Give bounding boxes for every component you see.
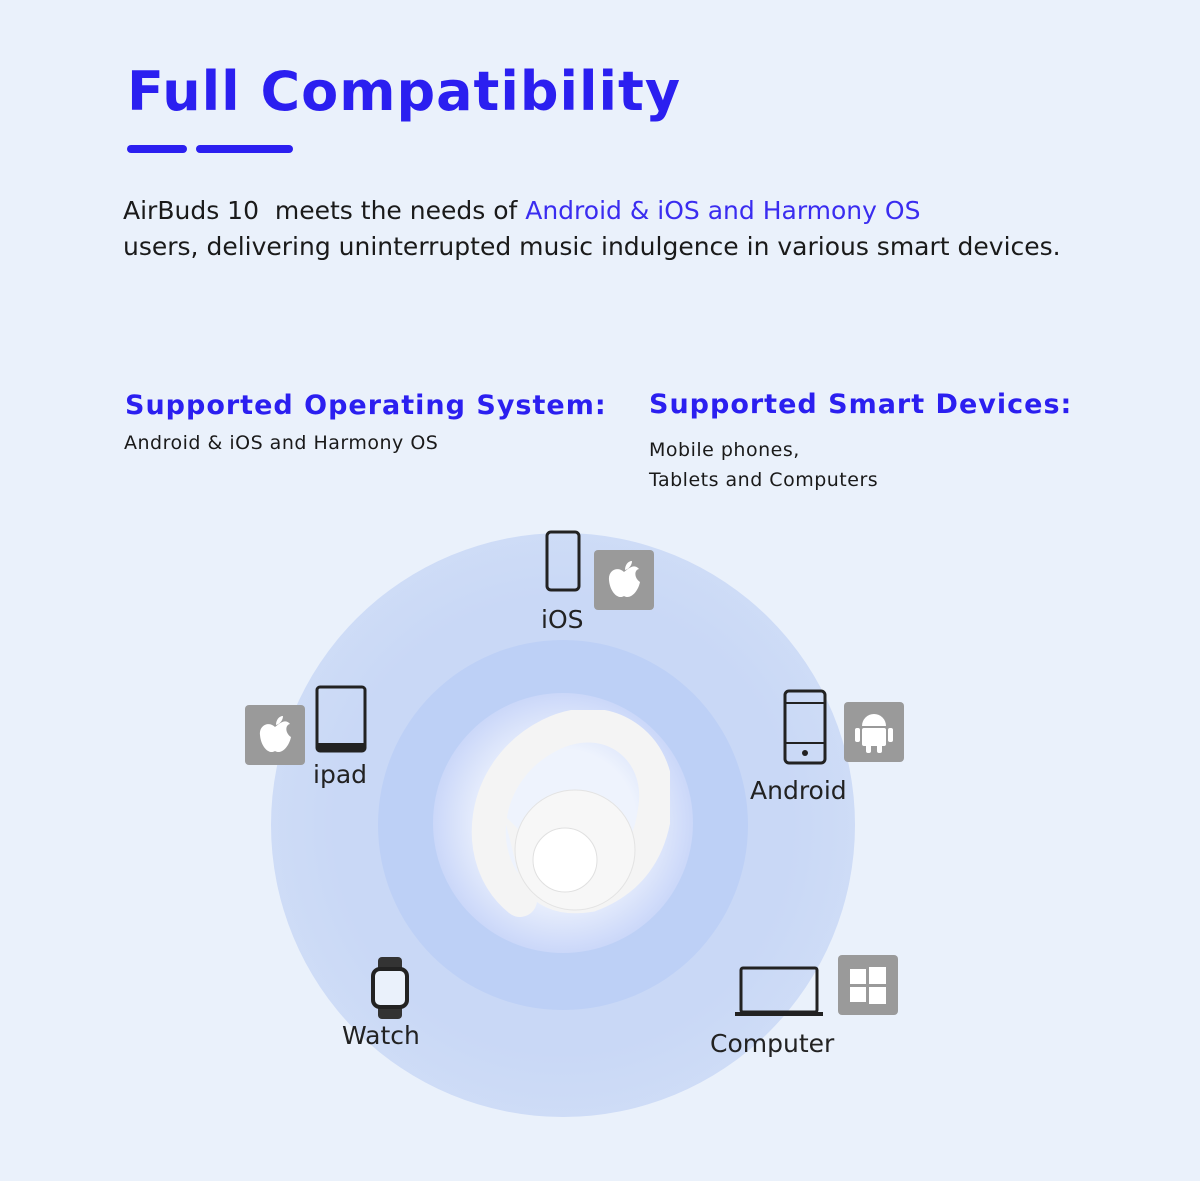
apple-logo-icon xyxy=(594,550,654,610)
title-underline-short xyxy=(127,145,187,153)
earbud-image xyxy=(471,710,670,917)
devices-heading: Supported Smart Devices: xyxy=(649,389,1073,420)
apple-logo-icon xyxy=(245,705,305,765)
page-title: Full Compatibility xyxy=(127,60,682,123)
laptop-icon xyxy=(735,966,823,1016)
tablet-icon xyxy=(315,685,367,753)
label-android: Android xyxy=(750,776,847,805)
devices-value: Mobile phones, Tablets and Computers xyxy=(649,435,878,495)
windows-logo-icon xyxy=(838,955,898,1015)
intro-text: AirBuds 10 meets the needs of Android & … xyxy=(123,193,1061,265)
phone-icon xyxy=(783,689,827,765)
label-computer: Computer xyxy=(710,1029,835,1058)
os-value: Android & iOS and Harmony OS xyxy=(124,432,439,454)
label-watch: Watch xyxy=(342,1021,420,1050)
watch-icon xyxy=(371,957,409,1019)
intro-line2: users, delivering uninterrupted music in… xyxy=(123,232,1061,261)
devices-line1: Mobile phones, xyxy=(649,439,800,461)
phone-icon xyxy=(545,530,581,592)
intro-highlight: Android & iOS and Harmony OS xyxy=(525,196,921,225)
devices-line2: Tablets and Computers xyxy=(649,469,879,491)
label-ios: iOS xyxy=(541,605,584,634)
android-logo-icon xyxy=(844,702,904,762)
title-underline-long xyxy=(196,145,293,153)
os-heading: Supported Operating System: xyxy=(125,390,607,421)
intro-mid: meets the needs of xyxy=(258,196,526,225)
label-ipad: ipad xyxy=(313,760,368,789)
product-name: AirBuds 10 xyxy=(123,196,259,225)
